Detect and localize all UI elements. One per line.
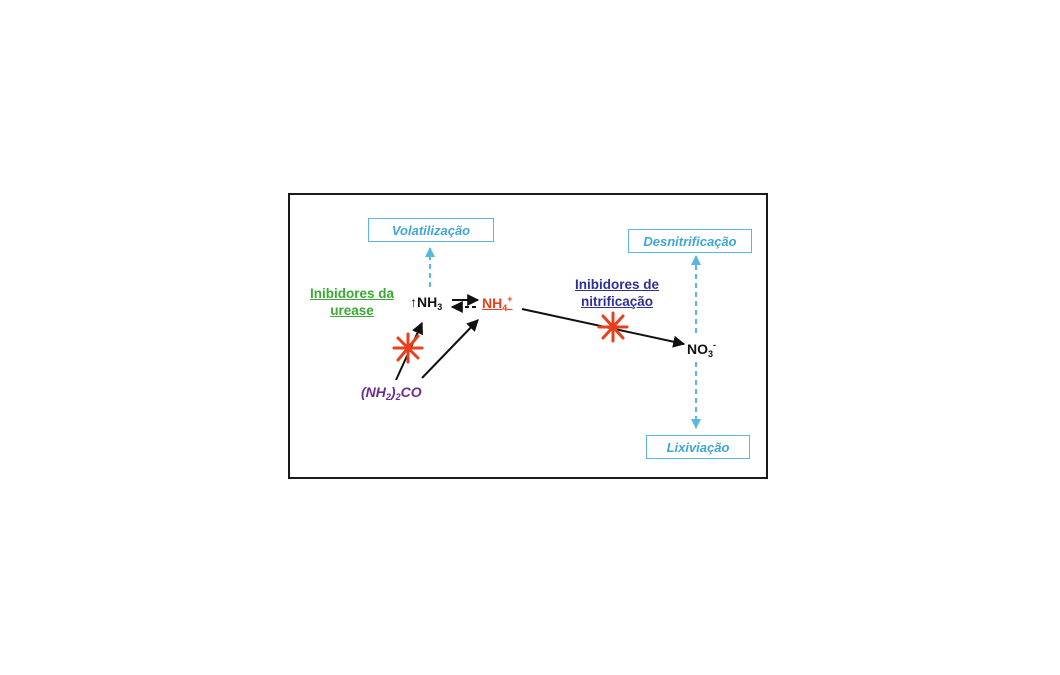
urea-species: (NH2)2CO <box>361 384 422 402</box>
nitrate-charge: - <box>713 340 717 350</box>
nitrif-label-line1: Inibidores de <box>574 277 659 292</box>
urease-inhibitors-label: Inibidores da urease <box>300 285 404 319</box>
nitrate-subscript: 3 <box>708 349 714 359</box>
urease-block-mark <box>392 332 424 364</box>
lixiviacao-box: Lixiviação <box>646 435 750 459</box>
nitrif-label-line2: nitrificação <box>580 294 654 309</box>
ammonium-species: NH4+ <box>482 294 513 313</box>
ammonium-subscript: 4 <box>502 303 508 313</box>
nitrate-species: NO3- <box>687 340 716 359</box>
urea-part3: CO <box>400 384 422 400</box>
lixiviacao-text: Lixiviação <box>666 439 730 455</box>
urea-part1: (NH <box>361 384 386 400</box>
urease-label-line1: Inibidores da <box>309 286 394 301</box>
desnitrificacao-box: Desnitrificação <box>628 229 752 253</box>
volatilization-up-arrow: ↑ <box>410 294 417 310</box>
ammonia-formula: NH <box>417 294 438 310</box>
urea-part2: ) <box>390 384 396 400</box>
arrow-urea-to-nh4 <box>421 319 479 379</box>
nitrate-formula: NO <box>687 341 708 357</box>
desnitrificacao-text: Desnitrificação <box>643 233 737 249</box>
ammonia-species: ↑NH3 <box>410 294 442 312</box>
nitrification-block-mark <box>597 311 629 343</box>
urease-label-line2: urease <box>330 303 374 318</box>
urea-sub2: 2 <box>395 392 401 402</box>
urea-sub1: 2 <box>385 392 391 402</box>
nitrification-inhibitors-label: Inibidores de nitrificação <box>560 276 674 310</box>
ammonium-formula: NH <box>482 295 503 311</box>
volatilizacao-text: Volatilização <box>391 222 471 238</box>
ammonia-subscript: 3 <box>437 302 443 312</box>
ammonium-charge: + <box>507 294 513 304</box>
volatilizacao-box: Volatilização <box>368 218 494 242</box>
